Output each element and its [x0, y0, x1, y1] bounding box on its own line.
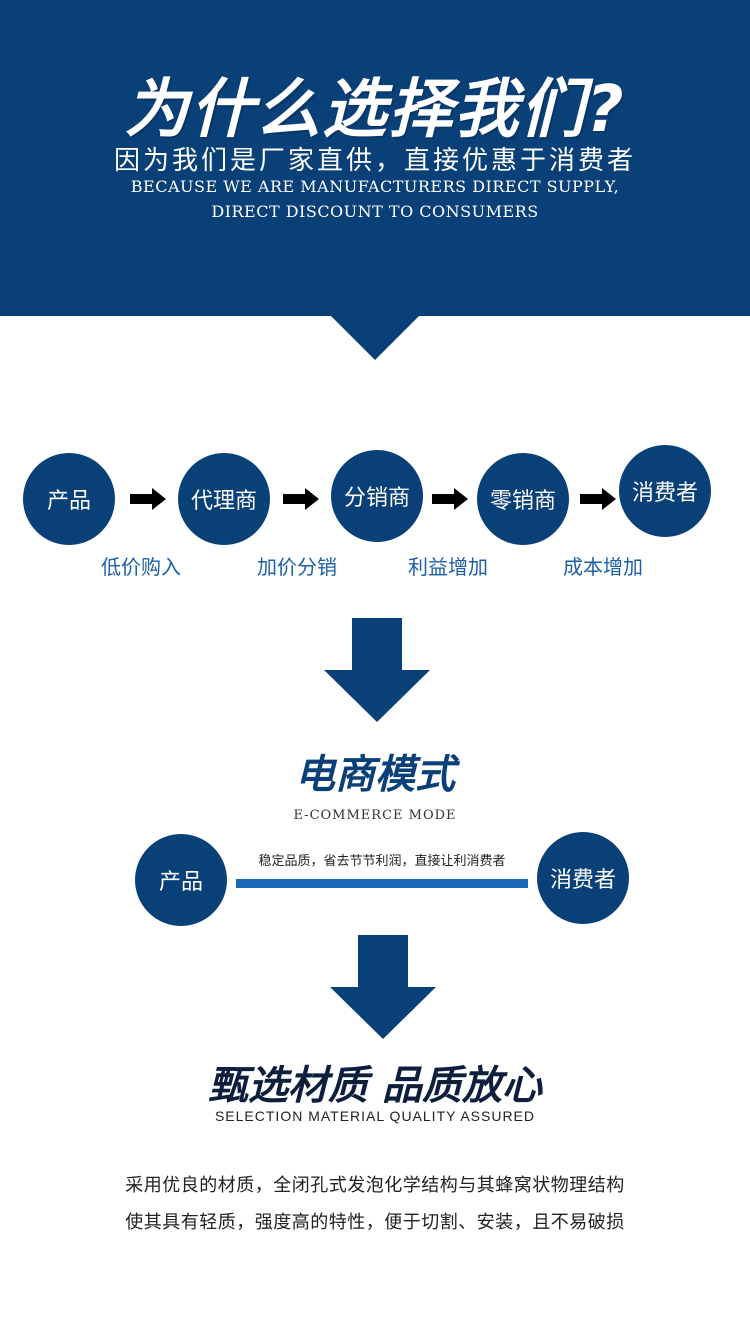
page-title: 为什么选择我们? — [124, 73, 626, 147]
down-arrow-icon — [324, 618, 430, 722]
down-arrow-icon — [330, 935, 436, 1039]
ecommerce-direct-bar — [236, 879, 528, 888]
flow-step-label: 低价购入 — [101, 555, 181, 579]
header-english-line-2: DIRECT DISCOUNT TO CONSUMERS — [211, 202, 539, 221]
quality-description-line-2: 使其具有轻质，强度高的特性，便于切割、安装，且不易破损 — [125, 1212, 625, 1233]
ecommerce-caption: 稳定品质，省去节节利润，直接让利消费者 — [258, 854, 506, 869]
flow-node-product: 产品 — [23, 453, 115, 545]
ecommerce-title: 电商模式 — [295, 752, 455, 798]
right-arrow-icon — [283, 488, 319, 510]
flow-node-distributor: 分销商 — [331, 450, 423, 542]
ecommerce-node-product: 产品 — [135, 834, 227, 926]
flow-node-consumer: 消费者 — [619, 445, 711, 537]
flow-node-retailer: 零销商 — [477, 453, 569, 545]
right-arrow-icon — [130, 488, 166, 510]
quality-english: SELECTION MATERIAL QUALITY ASSURED — [214, 1108, 536, 1124]
flow-node-agent: 代理商 — [178, 453, 270, 545]
header-banner — [0, 0, 750, 316]
header-english-line-1: BECAUSE WE ARE MANUFACTURERS DIRECT SUPP… — [130, 177, 620, 196]
ecommerce-english: E-COMMERCE MODE — [293, 808, 457, 823]
flow-step-label: 成本增加 — [563, 555, 643, 579]
flow-step-label: 加价分销 — [257, 555, 337, 579]
header-notch — [330, 315, 420, 360]
flow-step-label: 利益增加 — [408, 555, 488, 579]
quality-title: 甄选材质 品质放心 — [208, 1063, 542, 1109]
right-arrow-icon — [580, 488, 616, 510]
quality-description-line-1: 采用优良的材质，全闭孔式发泡化学结构与其蜂窝状物理结构 — [125, 1175, 625, 1196]
ecommerce-node-consumer: 消费者 — [537, 832, 629, 924]
header-subtitle: 因为我们是厂家直供，直接优惠于消费者 — [113, 146, 636, 176]
right-arrow-icon — [432, 488, 468, 510]
